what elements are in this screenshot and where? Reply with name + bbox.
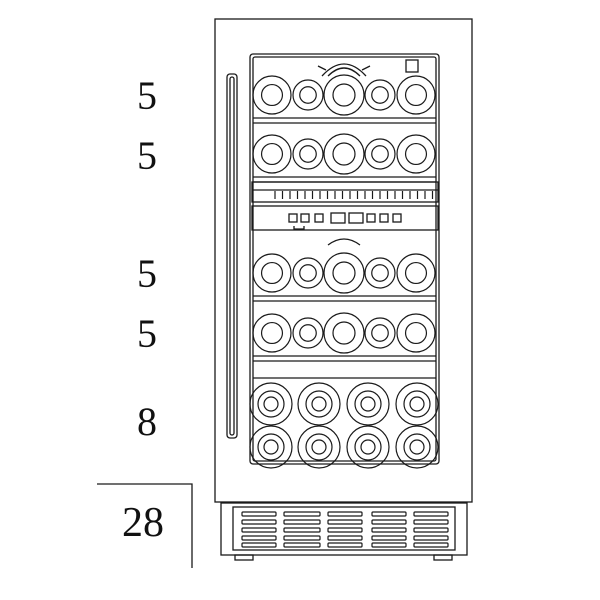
total-bottle-count: 28 (122, 500, 164, 546)
wine-bottle (292, 317, 324, 349)
wine-bottle (252, 134, 292, 174)
lower-fan-icon (327, 238, 361, 246)
grille-slot (371, 519, 407, 525)
grille-slot (327, 535, 363, 541)
grille-slot (283, 519, 321, 525)
up-button-icon (366, 213, 376, 223)
light-button-icon (288, 213, 298, 223)
grille-slot (241, 542, 277, 548)
wine-bottle-front (297, 425, 341, 469)
wine-bottle (292, 79, 324, 111)
cabinet-outline (214, 18, 473, 503)
glass-window (249, 53, 440, 465)
grille-slot (413, 511, 449, 517)
grille-slot (241, 535, 277, 541)
wine-bottle-front (249, 382, 293, 426)
wine-bottle-front (297, 382, 341, 426)
control-panel (251, 181, 439, 231)
grille-slot (327, 527, 363, 533)
wine-bottle (323, 312, 365, 354)
wine-bottle (292, 257, 324, 289)
grille-slot (413, 542, 449, 548)
wine-bottle (252, 75, 292, 115)
wine-bottle-front (346, 382, 390, 426)
wave-button-icon (300, 213, 310, 223)
door-handle (226, 73, 238, 439)
top-fan-icon (317, 63, 371, 77)
lock-button-icon (314, 213, 324, 223)
wine-bottle (396, 253, 436, 293)
foot-left (234, 554, 254, 561)
shelf-3-bottle-count: 5 (137, 251, 157, 296)
grille-slot (371, 535, 407, 541)
shelf-5-bottle-count: 8 (137, 399, 157, 444)
wine-bottle (364, 79, 396, 111)
shelf-4-bottle-count: 5 (137, 311, 157, 356)
wine-bottle (323, 133, 365, 175)
grille-slot (371, 527, 407, 533)
total-bracket (97, 483, 193, 568)
temp-display-left (330, 212, 346, 224)
shelf-2-bottle-count: 5 (137, 133, 157, 178)
wine-bottle (252, 313, 292, 353)
wine-bottle (396, 134, 436, 174)
grille-slot (413, 535, 449, 541)
wine-bottle (323, 252, 365, 294)
wine-bottle-front (346, 425, 390, 469)
grille-slot (241, 519, 277, 525)
foot-right (433, 554, 453, 561)
grille-slot (241, 527, 277, 533)
wine-bottle (364, 257, 396, 289)
wine-bottle-front (395, 425, 439, 469)
down-button-icon (379, 213, 389, 223)
grille-slot (327, 511, 363, 517)
wine-bottle (396, 75, 436, 115)
grille-slot (327, 542, 363, 548)
wine-bottle (252, 253, 292, 293)
grille-slot (283, 535, 321, 541)
wine-bottle (364, 317, 396, 349)
wine-bottle (323, 74, 365, 116)
grille-slot (371, 542, 407, 548)
grille-slot (413, 527, 449, 533)
grille-slot (241, 511, 277, 517)
grille-slot (283, 511, 321, 517)
temp-display-right (348, 212, 364, 224)
wine-bottle-front (249, 425, 293, 469)
wine-bottle (396, 313, 436, 353)
top-light-icon (405, 59, 419, 73)
grille-slot (283, 527, 321, 533)
bottom-vent (220, 502, 468, 556)
unit-button-icon (392, 213, 402, 223)
wine-bottle (364, 138, 396, 170)
wine-bottle (292, 138, 324, 170)
grille-slot (413, 519, 449, 525)
grille-slot (327, 519, 363, 525)
grille-slot (371, 511, 407, 517)
grille-slot (283, 542, 321, 548)
shelf-1-bottle-count: 5 (137, 73, 157, 118)
wine-bottle-front (395, 382, 439, 426)
